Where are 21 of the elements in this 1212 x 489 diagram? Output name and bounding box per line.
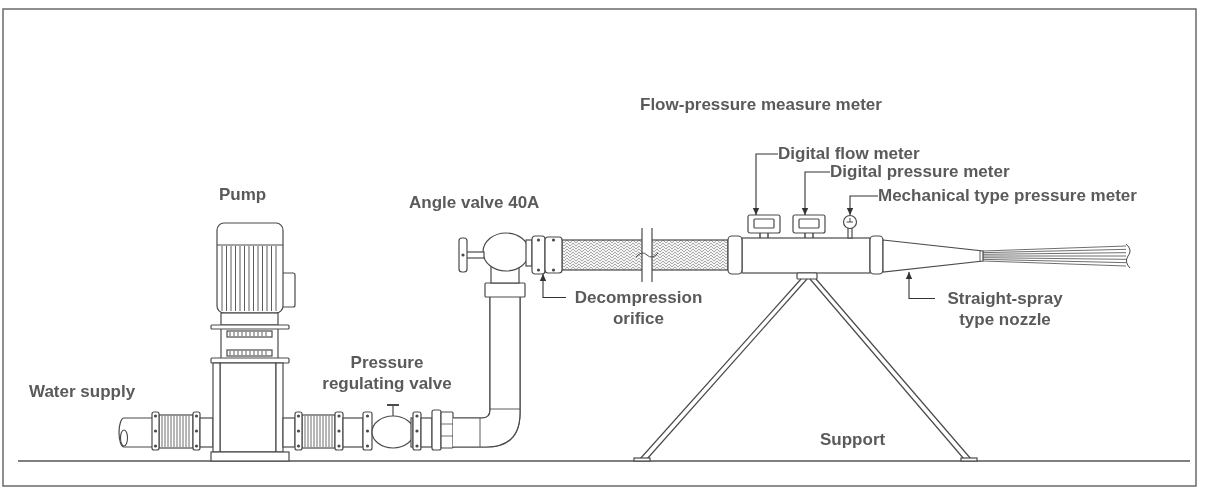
pressure-gauge bbox=[842, 214, 858, 239]
callout-label: Straight-spray type nozzle bbox=[935, 288, 1075, 330]
part-label: Angle valve 40A bbox=[409, 194, 540, 212]
leader-line bbox=[905, 271, 936, 300]
part-label: Water supply bbox=[29, 383, 136, 401]
leader-line bbox=[752, 153, 779, 216]
part-label: Pressure regulating valve bbox=[321, 352, 453, 394]
leader-line bbox=[539, 273, 567, 299]
leader-line bbox=[801, 171, 831, 216]
part-label: Support bbox=[820, 431, 886, 449]
nozzle-cone bbox=[882, 239, 984, 273]
callout-label: Decompression orifice bbox=[566, 287, 711, 329]
part-label: Pump bbox=[219, 186, 267, 204]
callout-label: Mechanical type pressure meter bbox=[878, 187, 1137, 205]
digital-meter bbox=[792, 214, 826, 239]
orifice-coupling bbox=[531, 235, 563, 275]
callout-label: Digital pressure meter bbox=[830, 163, 1010, 181]
digital-meter bbox=[747, 214, 781, 239]
callout-label: Digital flow meter bbox=[778, 145, 920, 163]
part-label: Flow-pressure measure meter bbox=[640, 96, 882, 114]
leader-line bbox=[846, 195, 879, 216]
